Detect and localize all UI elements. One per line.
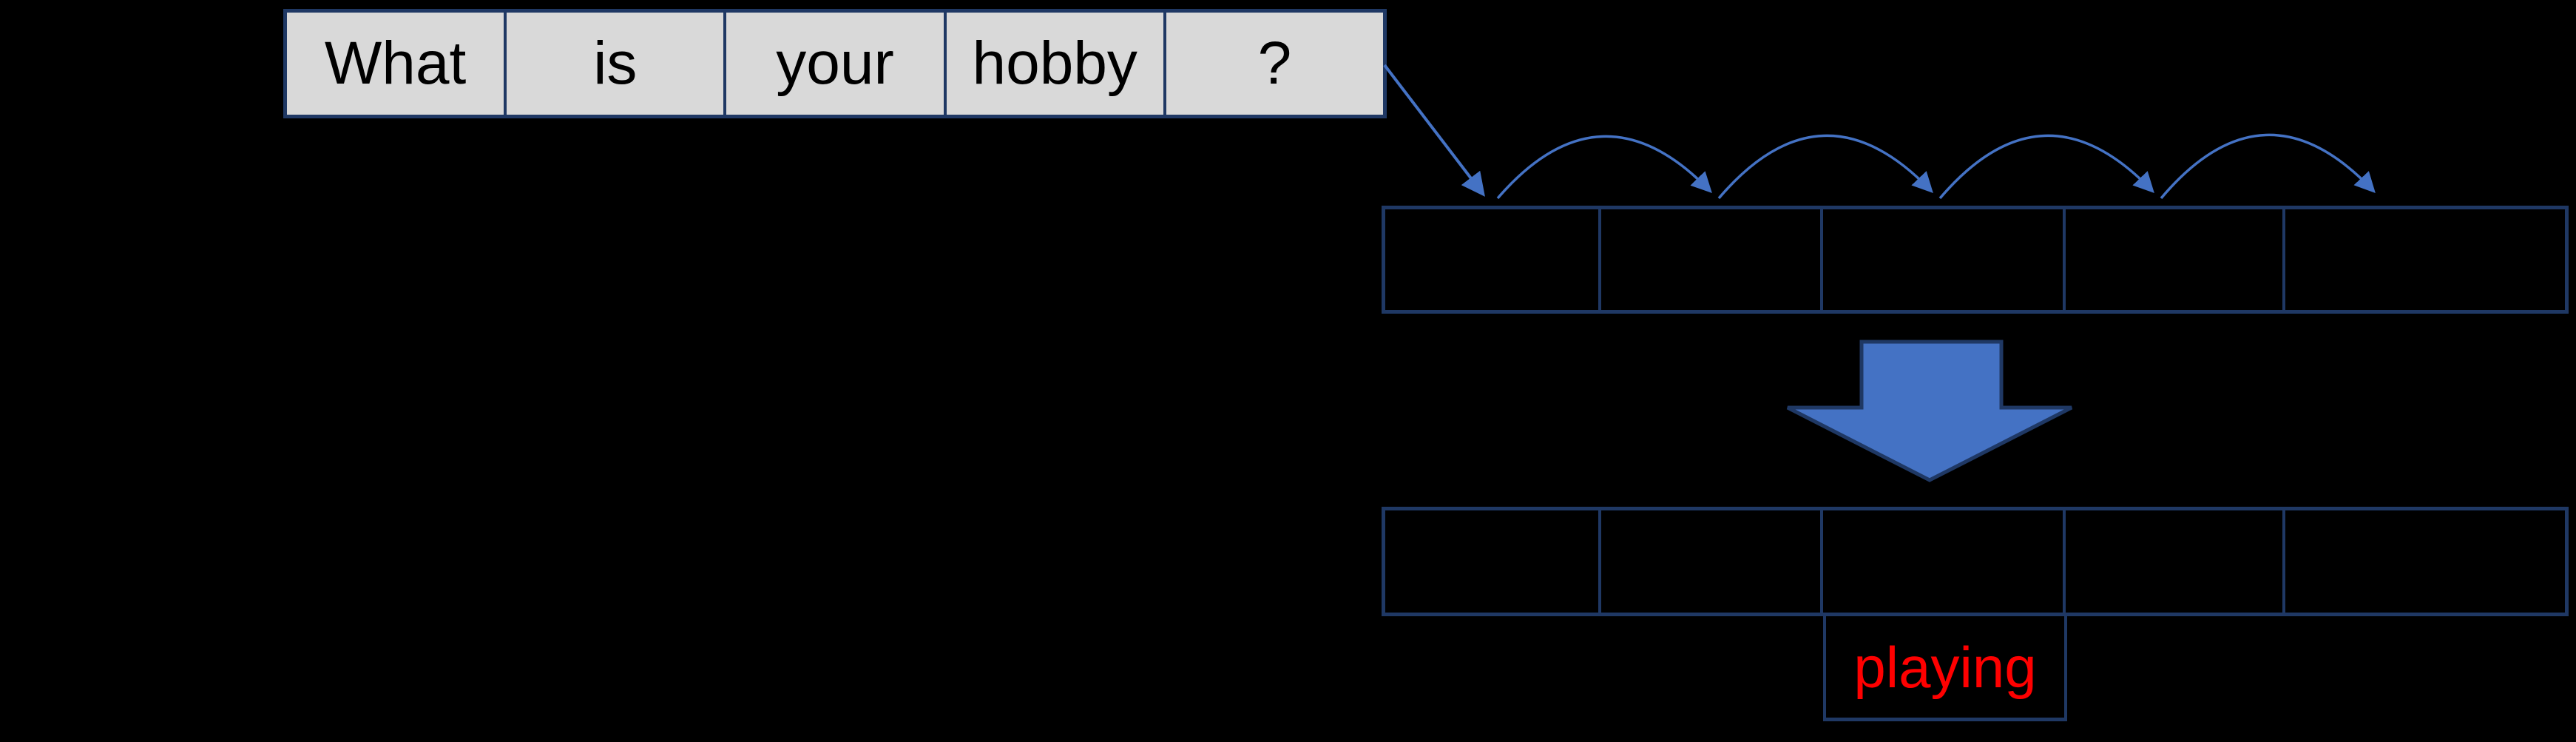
sentence-cell: is	[507, 13, 727, 115]
sentence-cell: your	[726, 13, 947, 115]
upper-slot-row	[1382, 206, 2569, 314]
hop-arrow	[1717, 134, 1933, 200]
empty-slot-cell	[1823, 510, 2066, 613]
empty-slot-cell	[2066, 209, 2285, 310]
empty-slot-cell	[1601, 209, 1823, 310]
lower-slot-row	[1382, 507, 2569, 616]
hop-arrow	[1496, 135, 1712, 200]
sentence-cell: ?	[1257, 30, 1292, 97]
empty-slot-cell	[1823, 209, 2066, 310]
predicted-word-cell: playing	[1823, 616, 2067, 721]
empty-slot-cell	[1385, 510, 1601, 613]
input-connector-arrow	[1383, 64, 1485, 197]
sentence-cell: What	[287, 13, 507, 115]
empty-slot-cell	[2285, 209, 2565, 310]
hop-arrow	[2160, 133, 2376, 200]
empty-slot-cell	[2066, 510, 2285, 613]
empty-slot-cell	[1601, 510, 1823, 613]
empty-slot-cell	[1385, 209, 1601, 310]
sentence-table: What is your hobby ?	[283, 9, 1387, 118]
empty-slot-cell	[2285, 510, 2565, 613]
block-down-arrow-icon	[1786, 340, 2073, 482]
hop-arrow	[1938, 134, 2154, 200]
sentence-cell: hobby	[947, 13, 1166, 115]
